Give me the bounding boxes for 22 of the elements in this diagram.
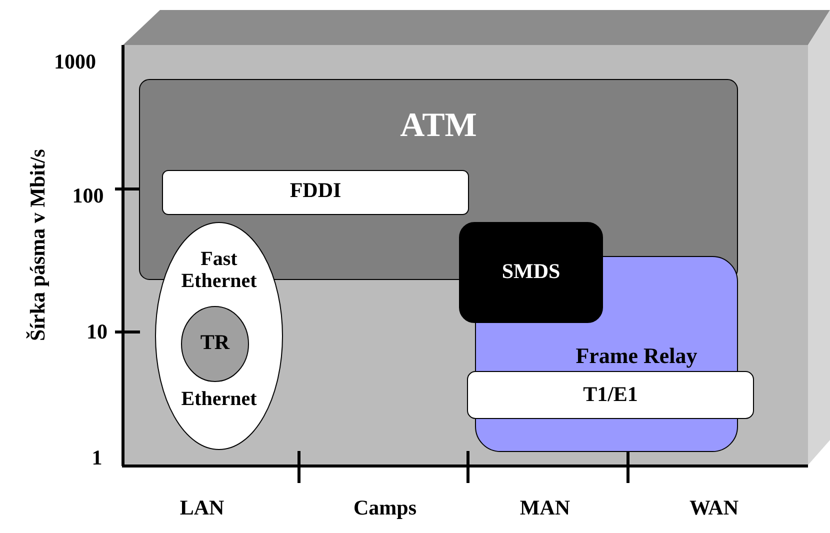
category-label: WAN	[690, 496, 738, 520]
region-label: ATM	[399, 107, 478, 144]
region-label: SMDS	[500, 260, 562, 284]
region-label: Ethernet	[180, 388, 258, 410]
tick-label: 1	[92, 446, 102, 470]
region-label: Frame Relay	[574, 344, 698, 368]
region-label: T1/E1	[582, 383, 639, 406]
region-label: TR	[199, 331, 231, 354]
region-label: FDDI	[288, 179, 342, 202]
t1-e1-region	[467, 371, 754, 419]
tick-label: 10	[86, 320, 108, 344]
category-label: LAN	[180, 496, 224, 520]
tick-label: 1000	[54, 50, 96, 74]
region-label: Fast Ethernet	[180, 248, 258, 292]
axis-title: Šírka pásma v Mbit/s	[26, 149, 50, 341]
category-label: Camps	[354, 496, 416, 520]
smds-region	[459, 222, 603, 323]
ethernet-region	[155, 222, 283, 450]
tick-label: 100	[72, 184, 104, 208]
category-label: MAN	[520, 496, 570, 520]
fddi-region	[162, 170, 469, 215]
tr-region	[181, 306, 249, 382]
